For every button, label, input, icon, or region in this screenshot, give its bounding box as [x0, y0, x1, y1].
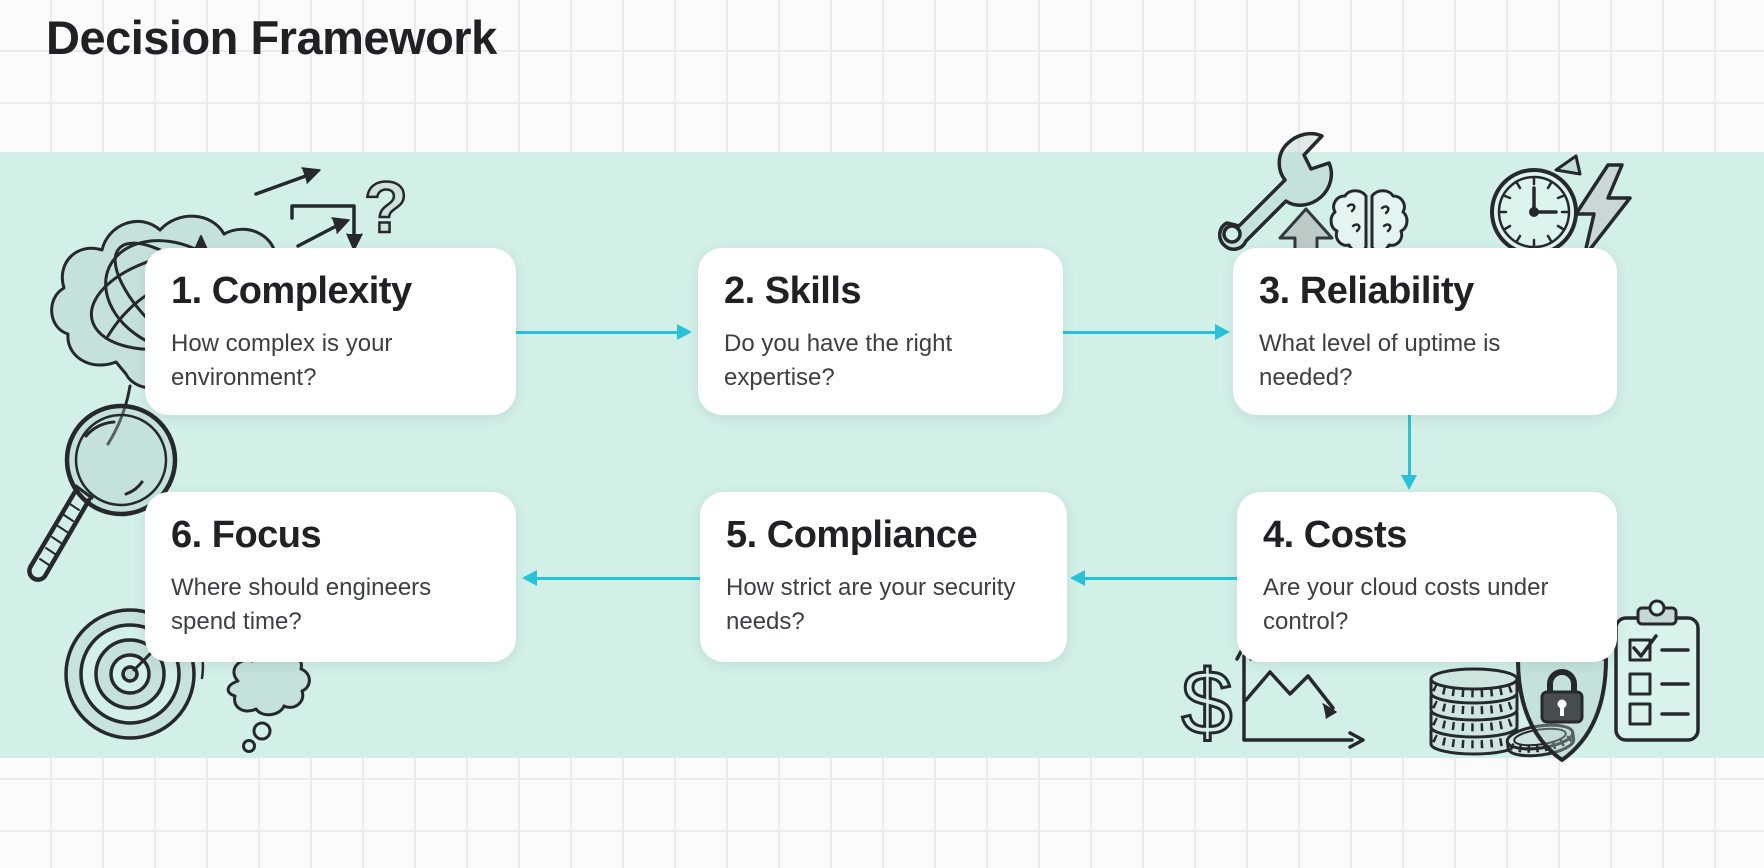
dollar-icon: $ [1180, 651, 1234, 756]
card-complexity: 1. Complexity How complex is your enviro… [145, 248, 516, 415]
question-line: What level of uptime is [1259, 329, 1501, 357]
checklist-icon [1614, 599, 1700, 742]
question-line: spend time? [171, 607, 302, 635]
card-skills-title: 2. Skills [724, 270, 862, 312]
arrow-costs-to-compliance [1070, 570, 1237, 586]
lightning-icon [1574, 163, 1632, 259]
thought-bubble-icon [226, 649, 311, 753]
question-line: Where should engineers [171, 573, 432, 601]
magnifier-icon [27, 403, 178, 582]
card-focus: 6. Focus Where should engineers spend ti… [145, 492, 516, 662]
question-mark-glyph: ? [364, 168, 408, 248]
card-reliability: 3. Reliability What level of uptime is n… [1233, 248, 1617, 415]
card-reliability-title: 3. Reliability [1259, 270, 1474, 312]
arrow-skills-to-reliability [1063, 324, 1230, 340]
brain-icon [1329, 189, 1409, 253]
card-costs-title: 4. Costs [1263, 514, 1407, 556]
card-costs-question: Are your cloud costs under control? [1263, 571, 1597, 639]
question-line: needed? [1259, 363, 1353, 391]
dollar-glyph: $ [1181, 652, 1232, 754]
page-title: Decision Framework [46, 11, 497, 64]
card-compliance-question: How strict are your security needs? [726, 571, 1047, 639]
question-line: How strict are your security [726, 573, 1016, 601]
coins-icon [1429, 667, 1576, 758]
question-mark-icon: ? [363, 167, 409, 250]
arrow-compliance-to-focus [522, 570, 700, 586]
question-line: Are your cloud costs under [1263, 573, 1549, 601]
card-reliability-question: What level of uptime is needed? [1259, 327, 1597, 395]
arrow-complexity-to-skills [516, 324, 692, 340]
card-costs: 4. Costs Are your cloud costs under cont… [1237, 492, 1617, 662]
card-compliance-title: 5. Compliance [726, 514, 978, 556]
card-skills-question: Do you have the right expertise? [724, 327, 1043, 395]
question-line: expertise? [724, 363, 835, 391]
question-line: environment? [171, 363, 317, 391]
question-line: Do you have the right [724, 329, 953, 357]
question-line: How complex is your [171, 329, 393, 357]
card-focus-question: Where should engineers spend time? [171, 571, 496, 639]
card-complexity-question: How complex is your environment? [171, 327, 496, 395]
arrow-reliability-to-costs [1401, 415, 1417, 490]
card-focus-title: 6. Focus [171, 514, 322, 556]
card-complexity-title: 1. Complexity [171, 270, 412, 312]
question-line: needs? [726, 607, 805, 635]
wrench-icon [1218, 131, 1334, 251]
card-compliance: 5. Compliance How strict are your securi… [700, 492, 1067, 662]
card-skills: 2. Skills Do you have the right expertis… [698, 248, 1063, 415]
question-line: control? [1263, 607, 1349, 635]
branch-arrows-icon [254, 167, 363, 251]
